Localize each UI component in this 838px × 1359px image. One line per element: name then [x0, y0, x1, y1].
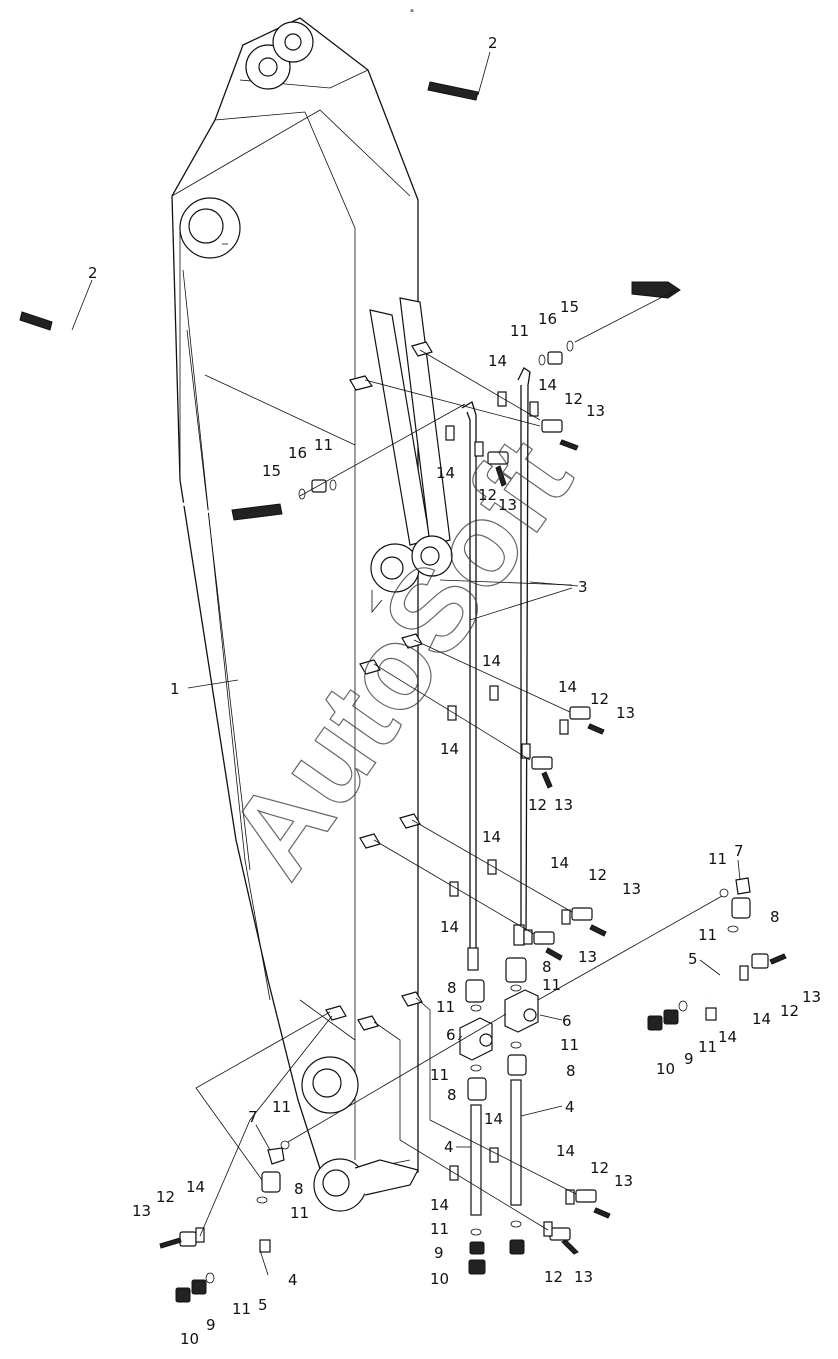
boom-structure: [171, 17, 453, 1212]
callout-12: 12: [780, 1002, 799, 1020]
callout-14: 14: [488, 352, 507, 370]
callout-11: 11: [290, 1204, 309, 1222]
callout-11: 11: [560, 1036, 579, 1054]
callout-14: 14: [752, 1010, 771, 1028]
callout-11: 11: [272, 1098, 291, 1116]
callout-11: 11: [232, 1300, 251, 1318]
callout-11: 11: [510, 322, 529, 340]
leader-lines: [71, 51, 741, 1276]
boom-mounted-clamp-brackets: [325, 341, 433, 1031]
callout-12: 12: [564, 390, 583, 408]
callout-2: 2: [88, 264, 98, 282]
callout-14: 14: [186, 1178, 205, 1196]
callout-14: 14: [556, 1142, 575, 1160]
callout-13: 13: [622, 880, 641, 898]
callout-9: 9: [684, 1050, 694, 1068]
callout-10: 10: [656, 1060, 675, 1078]
callout-9: 9: [434, 1244, 444, 1262]
callout-13: 13: [616, 704, 635, 722]
callout-11: 11: [698, 926, 717, 944]
callout-8: 8: [294, 1180, 304, 1198]
callout-8: 8: [542, 958, 552, 976]
callout-12: 12: [528, 796, 547, 814]
callout-16: 16: [538, 310, 557, 328]
callout-12: 12: [590, 1159, 609, 1177]
callout-5: 5: [258, 1296, 268, 1314]
callout-13: 13: [578, 948, 597, 966]
callout-14: 14: [538, 376, 557, 394]
callout-12: 12: [588, 866, 607, 884]
callout-labels: 1 2 2 3 4 4 4 5 5 6 6 7 7 8 8 8 8 8 8 9 …: [88, 34, 821, 1348]
assembly-lines: [195, 289, 723, 1237]
callout-11: 11: [430, 1220, 449, 1238]
callout-8: 8: [447, 979, 457, 997]
callout-8: 8: [447, 1086, 457, 1104]
callout-12: 12: [478, 486, 497, 504]
callout-8: 8: [566, 1062, 576, 1080]
callout-14: 14: [482, 652, 501, 670]
callout-4: 4: [565, 1098, 575, 1116]
hydraulic-pipes: [461, 367, 531, 1216]
callout-13: 13: [802, 988, 821, 1006]
callout-14: 14: [440, 918, 459, 936]
callout-11: 11: [314, 436, 333, 454]
callout-14: 14: [484, 1110, 503, 1128]
callout-5: 5: [688, 950, 698, 968]
callout-14: 14: [430, 1196, 449, 1214]
callout-10: 10: [430, 1270, 449, 1288]
callout-13: 13: [132, 1202, 151, 1220]
callout-9: 9: [206, 1316, 216, 1334]
callout-6: 6: [562, 1012, 572, 1030]
callout-11: 11: [698, 1038, 717, 1056]
callout-7: 7: [734, 842, 744, 860]
callout-14: 14: [558, 678, 577, 696]
valve-blocks: [459, 989, 539, 1061]
callout-14: 14: [482, 828, 501, 846]
callout-14: 14: [550, 854, 569, 872]
callout-12: 12: [590, 690, 609, 708]
callout-11: 11: [542, 976, 561, 994]
callout-14: 14: [718, 1028, 737, 1046]
callout-14: 14: [440, 740, 459, 758]
callout-10: 10: [180, 1330, 199, 1348]
callout-16: 16: [288, 444, 307, 462]
callout-15: 15: [560, 298, 579, 316]
callout-13: 13: [574, 1268, 593, 1286]
corner-mark: ₐ: [410, 4, 414, 15]
callout-13: 13: [586, 402, 605, 420]
callout-12: 12: [156, 1188, 175, 1206]
clamps-and-bolts: [159, 391, 787, 1255]
callout-4: 4: [288, 1271, 298, 1289]
callout-15: 15: [262, 462, 281, 480]
callout-13: 13: [554, 796, 573, 814]
callout-11: 11: [430, 1066, 449, 1084]
callout-11: 11: [708, 850, 727, 868]
callout-8: 8: [770, 908, 780, 926]
callout-4: 4: [444, 1138, 454, 1156]
callout-11: 11: [436, 998, 455, 1016]
callout-12: 12: [544, 1268, 563, 1286]
callout-14: 14: [436, 464, 455, 482]
callout-7: 7: [248, 1108, 258, 1126]
callout-13: 13: [498, 496, 517, 514]
callout-3: 3: [578, 578, 588, 596]
hydraulic-hoses: [19, 81, 681, 521]
fittings: [175, 340, 751, 1303]
callout-6: 6: [446, 1026, 456, 1044]
callout-13: 13: [614, 1172, 633, 1190]
callout-2: 2: [488, 34, 498, 52]
callout-1: 1: [170, 680, 180, 698]
